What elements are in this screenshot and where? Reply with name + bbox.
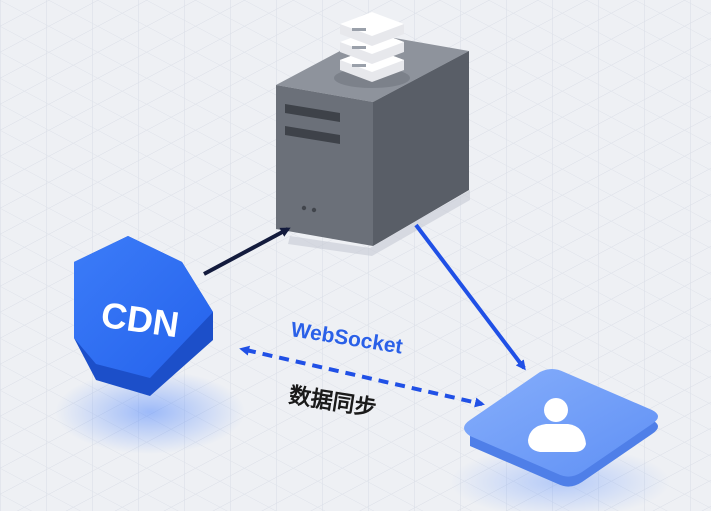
cdn-front-face (74, 236, 213, 378)
cdn-glow (55, 370, 245, 454)
edge-cdn-user-sync (239, 345, 485, 408)
user-node[interactable] (464, 369, 658, 487)
edge-server-to-user (414, 223, 526, 371)
server-slot-lower (285, 126, 340, 144)
user-tile-top (464, 369, 658, 477)
database-stack-icon (334, 12, 410, 88)
user-icon-body (528, 424, 586, 452)
database-disk-bottom-slot (352, 64, 366, 67)
database-disk-top-slot (352, 28, 366, 31)
server-led-2 (311, 207, 317, 213)
server-led-1 (301, 205, 307, 211)
server-shadow (288, 190, 470, 256)
server-front-face (276, 85, 373, 246)
server-side-face (373, 51, 469, 246)
server-slot-upper (285, 104, 340, 122)
database-disk-middle-slot (352, 46, 366, 49)
user-icon (528, 398, 586, 452)
edge-cdn-to-server (203, 227, 291, 276)
user-icon-head (544, 398, 568, 422)
cdn-node[interactable]: CDN (74, 236, 213, 396)
server-node[interactable] (276, 12, 470, 256)
